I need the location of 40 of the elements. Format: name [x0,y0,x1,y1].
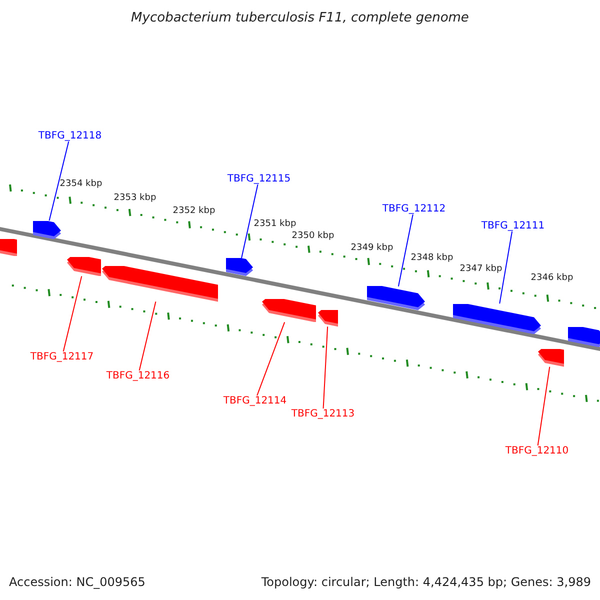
scale-label: 2347 kbp [460,264,502,274]
footer-text: Topology: circular; Length: 4,424,435 bp; Genes: 3,989 [261,575,591,589]
gene-feature [318,310,338,327]
gene-label: TBFG_12117 [30,352,94,362]
leader-line [256,322,286,396]
scale-label: 2354 kbp [60,179,102,189]
scale-label: 2346 kbp [530,273,574,283]
leader-line [138,301,156,371]
leader-line [398,214,414,287]
gene-label: TBFG_12115 [227,174,291,184]
gene-feature [33,220,61,239]
scale-label: 2350 kbp [292,231,334,241]
gene-feature [367,286,425,311]
gene-label: TBFG_12116 [106,370,170,382]
title: Mycobacterium tuberculosis F11, complete genome [131,10,469,26]
gene-label: TBFG_12118 [38,130,102,142]
scale-label: 2351 kbp [254,219,296,229]
gene-label: TBFG_12114 [223,396,287,406]
gene-label: TBFG_12110 [505,446,569,456]
leader-line [62,276,82,352]
gene-label: TBFG_12112 [382,204,446,214]
gene-feature [538,349,564,367]
gene-feature [67,256,101,276]
scale-label: 2349 kbp [350,243,394,253]
gene-feature [262,298,316,322]
scale-label: 2353 kbp [114,193,156,203]
leader-line [537,366,550,446]
gene-feature [453,304,541,334]
leader-line [322,326,328,409]
footer-text: Accession: NC_009565 [9,575,146,589]
gene-feature [102,266,218,302]
scale-label: 2352 kbp [172,206,216,216]
gene-feature [568,326,600,347]
gene-label: TBFG_12111 [481,220,545,232]
gene-label: TBFG_12113 [291,408,355,420]
leader-line [48,141,70,222]
leader-line [241,184,258,259]
gene-feature [226,258,253,276]
scale-label: 2348 kbp [410,253,454,263]
leader-line [499,231,513,304]
